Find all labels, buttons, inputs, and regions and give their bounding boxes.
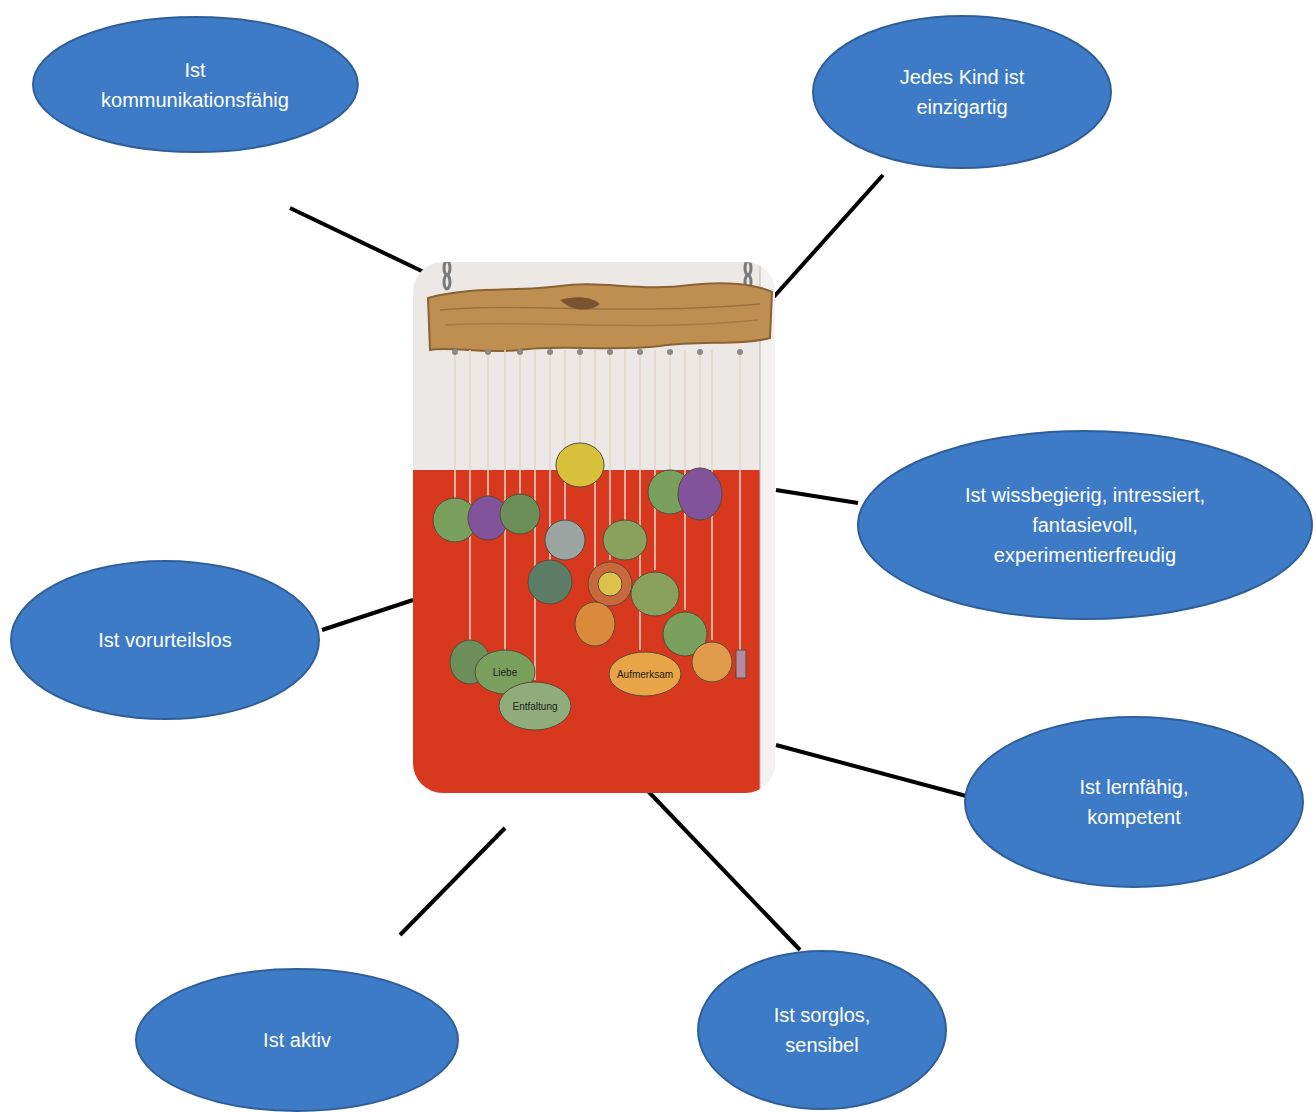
ellipse-shape — [964, 716, 1304, 888]
trait-ellipse: Ist vorurteilslos — [10, 560, 320, 720]
trait-text: Ist kommunikationsfähig — [90, 55, 300, 115]
trait-text: Ist vorurteilslos — [95, 625, 235, 655]
trait-text: Ist lernfähig, kompetent — [1054, 772, 1214, 832]
ellipse-shape — [697, 950, 947, 1110]
trait-ellipse: Jedes Kind ist einzigartig — [812, 15, 1112, 169]
trait-ellipse: Ist lernfähig, kompetent — [964, 716, 1304, 888]
trait-ellipse: Ist sorglos, sensibel — [697, 950, 947, 1110]
trait-ellipse: Ist aktiv — [135, 968, 459, 1112]
disc-label: Liebe — [493, 667, 517, 678]
leader-lines — [290, 175, 970, 950]
ellipse-shape — [812, 15, 1112, 169]
trait-text: Ist aktiv — [197, 1025, 397, 1055]
trait-text: Ist sorglos, sensibel — [752, 1000, 892, 1060]
trait-text: Jedes Kind ist einzigartig — [882, 62, 1042, 122]
ellipse-shape — [32, 16, 359, 153]
disc-label: Entfaltung — [512, 701, 557, 712]
disc-label: Aufmerksam — [617, 669, 673, 680]
trait-ellipse: Ist kommunikationsfähig — [32, 16, 359, 153]
trait-text: Ist wissbegierig, intressiert, fantasiev… — [950, 480, 1220, 570]
trait-ellipse: Ist wissbegierig, intressiert, fantasiev… — [857, 430, 1313, 620]
photo — [413, 262, 775, 793]
